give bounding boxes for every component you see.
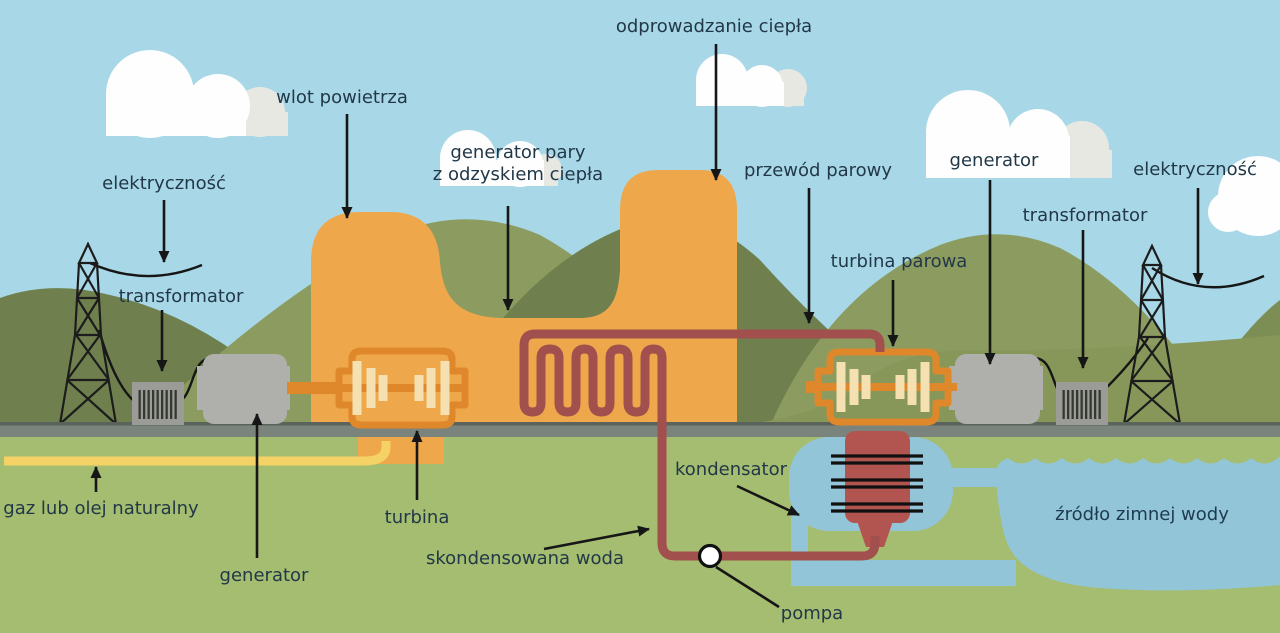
label-turbina: turbina xyxy=(384,507,450,528)
label-generator-pary: generator pary z odzyskiem ciepła xyxy=(433,142,603,186)
condenser-block xyxy=(845,431,910,523)
label-gaz-lub-olej: gaz lub olej naturalny xyxy=(3,498,199,519)
label-transformator-left: transformator xyxy=(118,286,244,307)
steam-turbine xyxy=(806,348,957,426)
transformer-left xyxy=(132,382,184,425)
transmission-tower-left xyxy=(58,241,118,425)
cloud-far-right xyxy=(1208,156,1280,236)
cloud-mid-left xyxy=(440,130,562,187)
gas-pipe xyxy=(4,441,391,466)
arrow-kondensator xyxy=(736,484,800,517)
label-elektrycznosc-right: elektryczność xyxy=(1133,159,1257,180)
cloud-right xyxy=(926,90,1112,178)
gas-turbine xyxy=(287,347,469,429)
steam-pipe-loop xyxy=(519,329,885,561)
label-generator-right: generator xyxy=(949,150,1039,171)
label-odprowadzanie-ciepla: odprowadzanie ciepła xyxy=(615,16,813,37)
cloud-middle xyxy=(696,54,807,107)
condenser-unit xyxy=(789,431,1016,586)
road-edge xyxy=(0,422,1280,426)
label-generator-pary-line1: generator pary xyxy=(450,142,586,163)
wire-sag-right xyxy=(1151,266,1265,289)
label-kondensator: kondensator xyxy=(675,459,787,480)
transmission-tower-right xyxy=(1122,243,1182,425)
label-transformator-right: transformator xyxy=(1022,205,1148,226)
condenser-funnel xyxy=(856,518,894,547)
cold-water-pond xyxy=(996,456,1280,591)
label-pompa: pompa xyxy=(780,603,844,624)
label-wlot-powietrza: wlot powietrza xyxy=(276,87,408,108)
arrow-skondensowana xyxy=(543,525,650,551)
line-pompa xyxy=(715,565,780,609)
generator-left-box xyxy=(197,354,290,424)
generator-right-box xyxy=(949,354,1043,424)
cooling-channel-top xyxy=(940,468,1010,487)
label-turbina-parowa: turbina parowa xyxy=(830,251,968,272)
label-zrodlo-zimnej-wody: źródło zimnej wody xyxy=(1055,504,1229,525)
pump xyxy=(697,543,723,569)
gas-turbine-shaft xyxy=(287,382,341,394)
cooling-channel-bottom xyxy=(791,560,1016,586)
cloud-left xyxy=(106,50,288,138)
transformer-right xyxy=(1056,382,1108,425)
label-skondensowana-woda: skondensowana woda xyxy=(426,548,624,569)
label-generator-left: generator xyxy=(219,565,309,586)
annotation-arrows xyxy=(90,44,1204,609)
wire-sag-left xyxy=(89,261,203,278)
condenser-tubes xyxy=(831,454,923,513)
label-przewod-parowy: przewód parowy xyxy=(743,160,893,181)
road xyxy=(0,422,1280,437)
label-elektrycznosc-left: elektryczność xyxy=(102,173,226,194)
label-generator-pary-line2: z odzyskiem ciepła xyxy=(432,164,604,185)
